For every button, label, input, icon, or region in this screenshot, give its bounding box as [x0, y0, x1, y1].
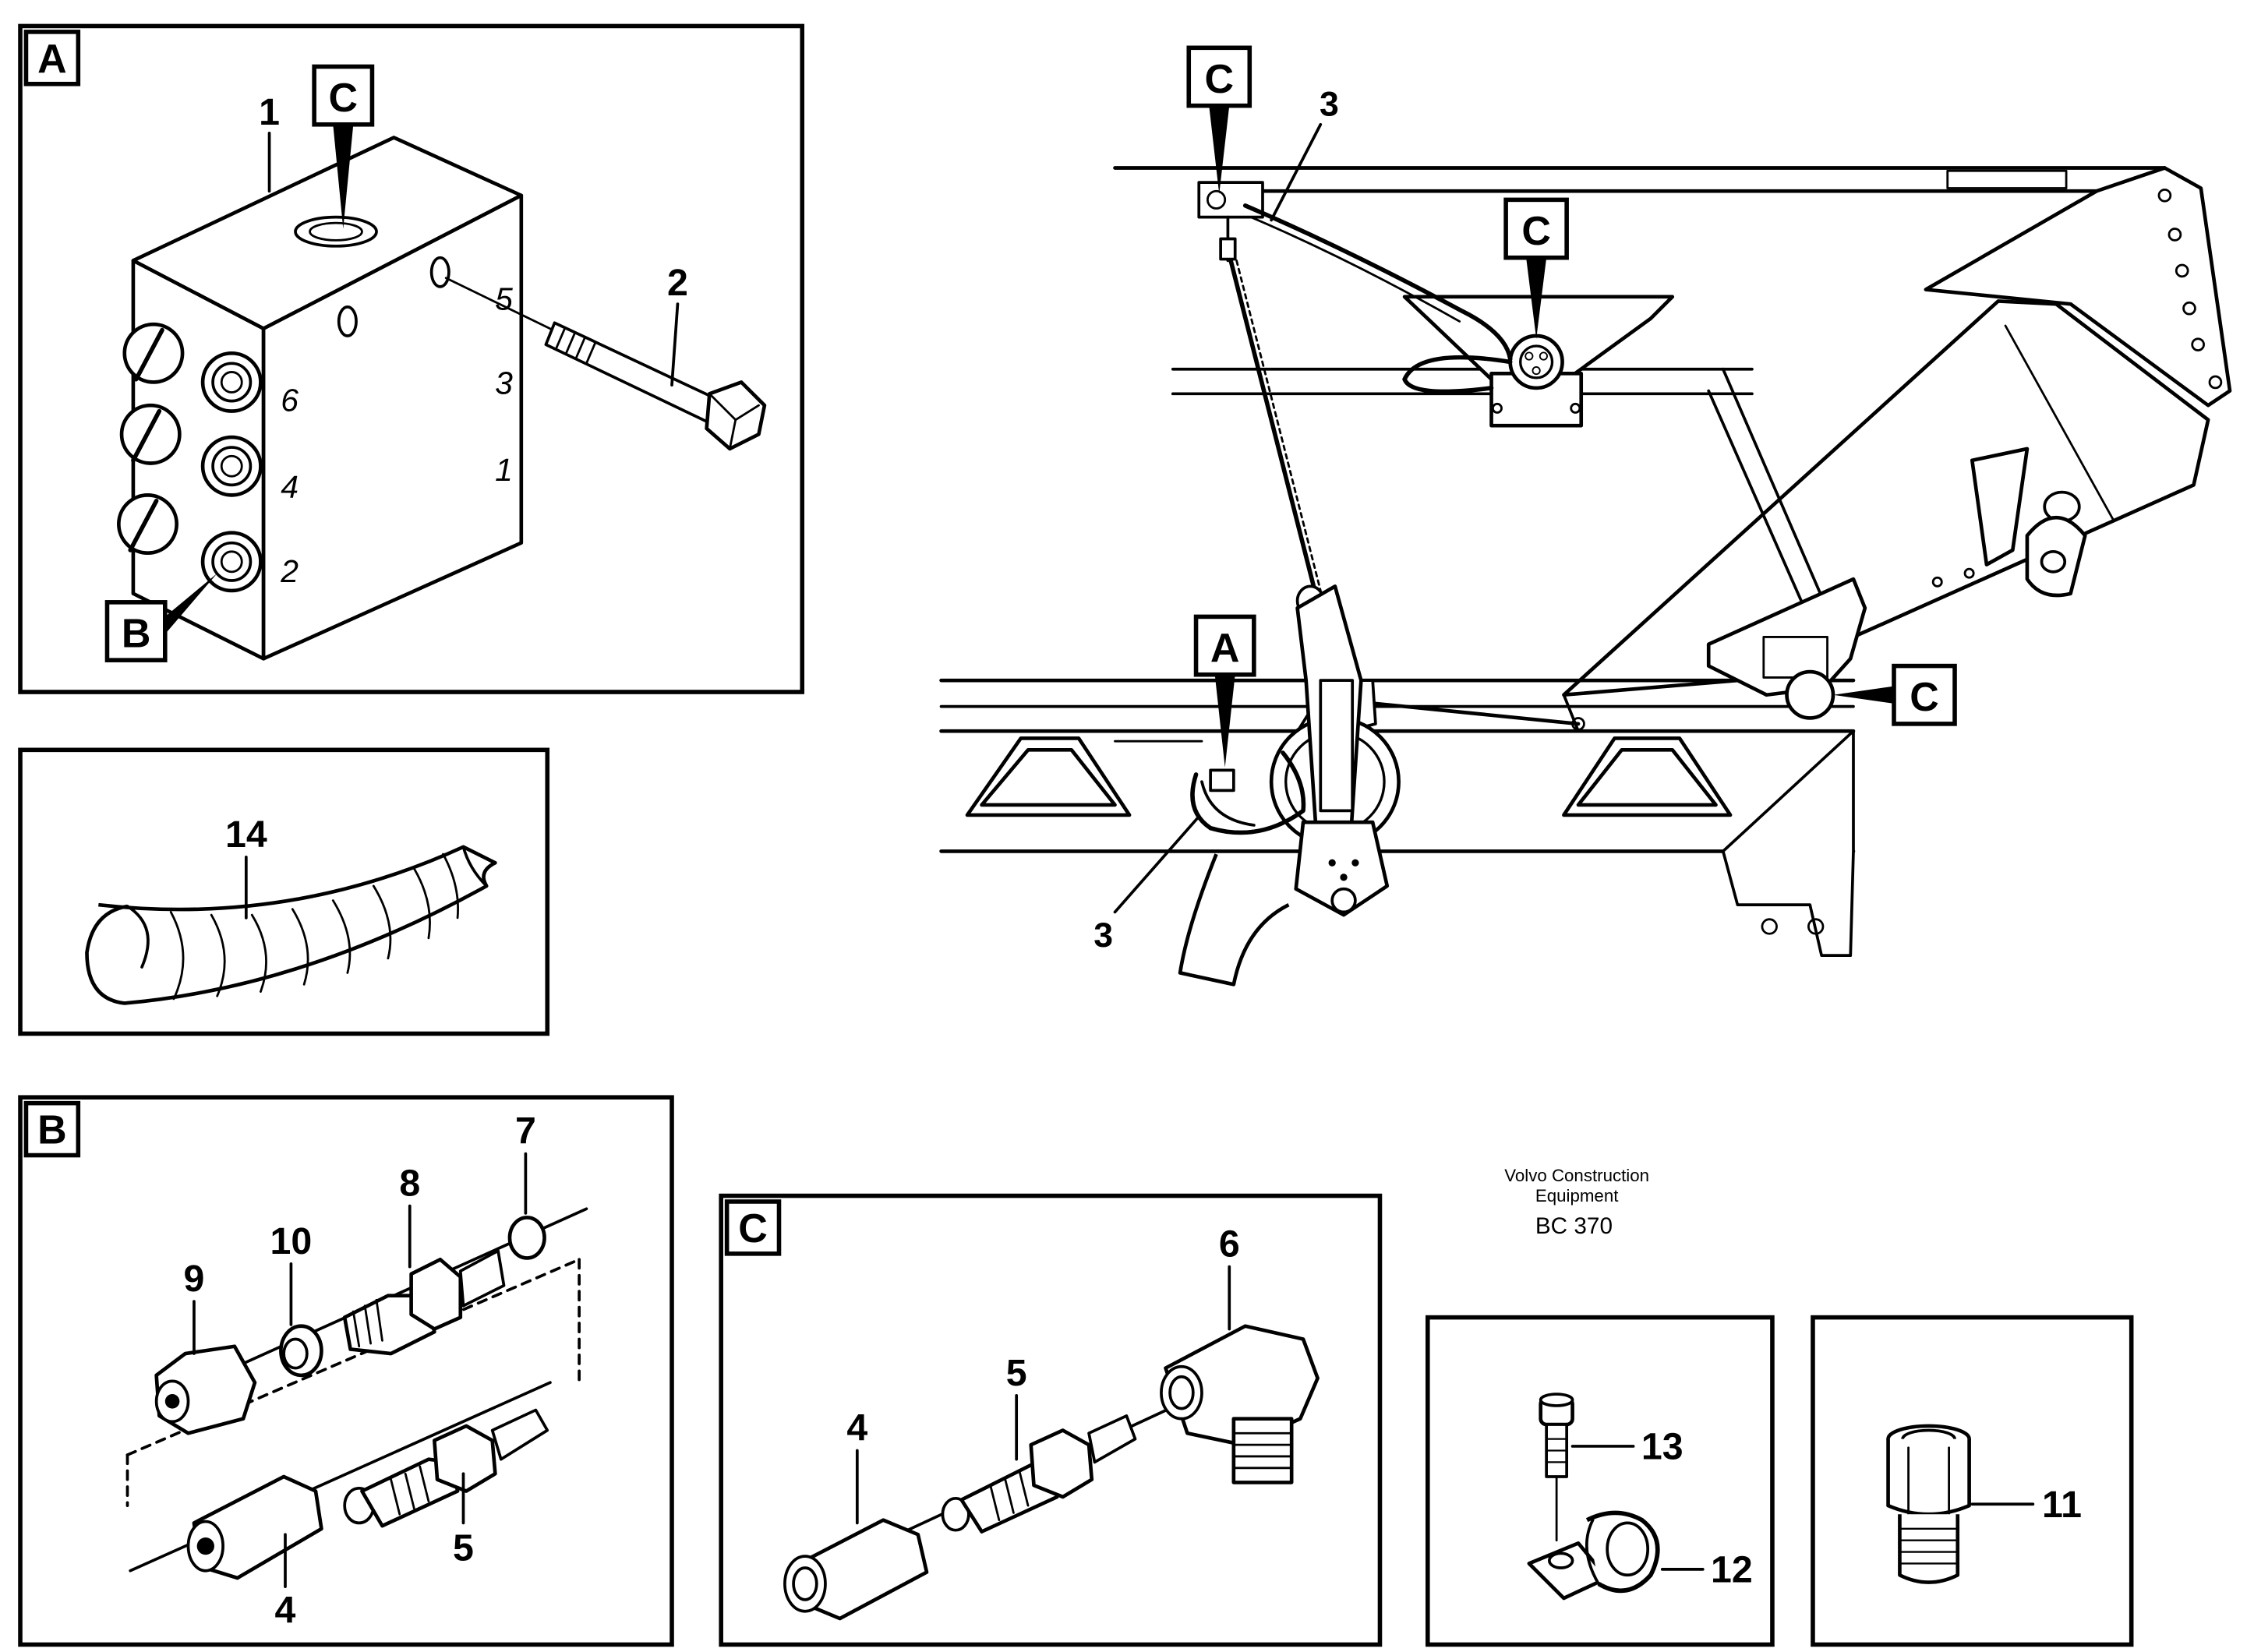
panel-b: B — [18, 1095, 674, 1647]
spiral-wrap-icon — [85, 845, 497, 1005]
panel-hose: 14 — [18, 747, 550, 1036]
pointer-arrow — [1526, 257, 1547, 339]
plug-icon — [117, 322, 185, 556]
p-clamp-icon — [1527, 1510, 1660, 1601]
port-number: 2 — [280, 553, 299, 589]
panel-c-letter: C — [738, 1206, 768, 1251]
brand-line-2: Equipment — [1535, 1186, 1619, 1205]
nipple-icon — [941, 1414, 1137, 1534]
callout-label: 5 — [453, 1527, 474, 1569]
pointer-arrow — [1209, 105, 1230, 194]
callout-label: 10 — [270, 1220, 313, 1262]
port-number: 3 — [495, 365, 513, 401]
panel-clamp: 13 12 — [1426, 1315, 1775, 1647]
threaded-port-icon — [200, 351, 263, 593]
callout-label: 12 — [1711, 1549, 1753, 1591]
drawing-code: BC 370 — [1535, 1213, 1613, 1239]
callout-label: 4 — [275, 1590, 296, 1632]
callout-label: 6 — [1219, 1223, 1240, 1265]
pointer-arrow — [333, 124, 354, 229]
port-number: 4 — [281, 469, 299, 505]
callout-label: C — [1521, 209, 1551, 254]
callout-label: 2 — [667, 262, 688, 304]
boom-frame-drawing — [939, 166, 2232, 987]
panel-b-letter: B — [37, 1108, 67, 1153]
main-callouts: C C C A 3 3 — [1093, 45, 1957, 955]
port-number: 1 — [495, 452, 513, 488]
panel-adapter: 11 — [1811, 1315, 2134, 1647]
callout-label: 14 — [225, 814, 267, 856]
port-number: 6 — [281, 383, 299, 418]
adapter-icon — [1886, 1424, 1971, 1584]
panel-a: A — [18, 23, 805, 694]
panel-c-tag — [724, 1199, 782, 1256]
callout-label: 3 — [1093, 916, 1113, 955]
fitting-icon — [154, 1216, 546, 1435]
callout-label: 8 — [399, 1163, 420, 1205]
valve-block — [117, 136, 524, 661]
screw-icon — [1539, 1393, 1574, 1542]
panel-c: C 6 5 4 — [719, 1193, 1383, 1647]
panel-a-letter: A — [37, 37, 67, 82]
union-nut-icon — [783, 1518, 929, 1621]
callout-label: C — [1910, 675, 1939, 720]
elbow-fitting-icon — [1160, 1324, 1320, 1484]
port-number: 5 — [495, 281, 513, 317]
callout-label: C — [1204, 57, 1234, 102]
view-tag — [312, 64, 375, 127]
bolt-icon — [444, 277, 767, 451]
callout-label: 5 — [1006, 1352, 1027, 1394]
fitting-icon — [186, 1408, 549, 1580]
brand-line-1: Volvo Construction — [1504, 1166, 1649, 1185]
callout-label: 9 — [184, 1258, 205, 1300]
panel-b-tag — [23, 1100, 81, 1158]
callout-label: B — [122, 611, 151, 656]
pointer-arrow — [1214, 674, 1235, 768]
callout-label: C — [329, 76, 359, 121]
panel-a-tag — [23, 30, 81, 86]
callout-label: 13 — [1641, 1426, 1683, 1468]
view-tag — [1892, 663, 1957, 726]
view-tag — [1186, 45, 1252, 108]
callout-label: 4 — [846, 1407, 867, 1449]
callout-label: A — [1210, 626, 1240, 671]
callout-label: 3 — [1320, 86, 1339, 124]
pointer-arrow — [1832, 686, 1895, 704]
callout-label: 1 — [259, 91, 280, 133]
callout-label: 11 — [2042, 1484, 2082, 1526]
callout-label: 7 — [515, 1110, 536, 1153]
